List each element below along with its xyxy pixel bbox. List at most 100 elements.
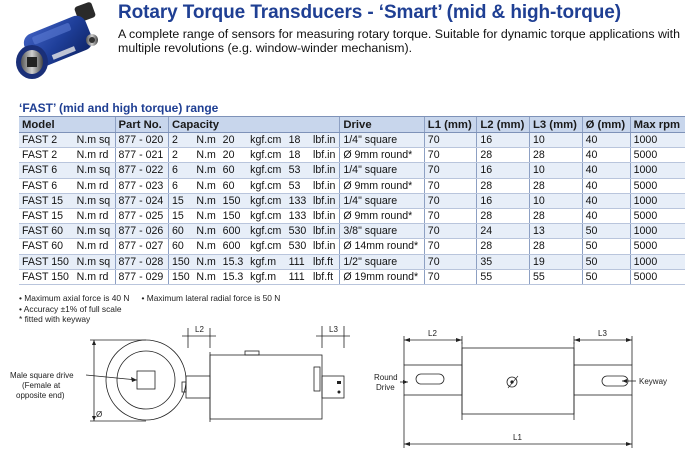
capacity-nm-cell: 150 (167, 254, 194, 270)
part-no-cell: 877 - 024 (114, 193, 169, 209)
drive-cell: 1/4" square (339, 162, 425, 179)
capacity-nm-cell: 150 (167, 269, 194, 285)
capacity-lbf-cell: 530 (285, 223, 311, 240)
page-title: Rotary Torque Transducers - ‘Smart’ (mid… (118, 2, 621, 23)
part-no-cell: 877 - 020 (114, 132, 169, 149)
capacity-kgf-cell: 15.3 (219, 269, 248, 285)
model-cell: FAST 15 (19, 208, 74, 225)
capacity-kgf-cell: 600 (219, 223, 248, 240)
capacity-kgf-unit: kgf.cm (247, 193, 286, 209)
header-capacity: Capacity (167, 116, 340, 133)
capacity-nm-unit: N.m (193, 132, 220, 149)
header-l1: L1 (mm) (423, 116, 477, 133)
l3-cell: 13 (528, 223, 583, 240)
capacity-kgf-unit: kgf.cm (247, 178, 286, 194)
l3-cell: 55 (528, 269, 583, 285)
note-axial-force: • Maximum axial force is 40 N (19, 293, 130, 303)
diameter-cell: 50 (581, 254, 631, 270)
capacity-nm-cell: 6 (167, 162, 194, 179)
model-type-cell: N.m sq (73, 162, 115, 179)
capacity-lbf-unit: lbf.in (310, 178, 340, 194)
l3-cell: 19 (528, 254, 583, 270)
max-rpm-cell: 1000 (629, 162, 685, 179)
part-no-cell: 877 - 025 (114, 208, 169, 225)
l2-cell: 16 (476, 193, 530, 209)
l1-cell: 70 (423, 193, 477, 209)
diameter-cell: 40 (581, 193, 631, 209)
part-no-cell: 877 - 027 (114, 238, 169, 255)
l3-label-right: L3 (598, 329, 607, 338)
capacity-nm-unit: N.m (193, 178, 220, 194)
model-type-cell: N.m sq (73, 132, 115, 149)
l1-cell: 70 (423, 238, 477, 255)
product-photo (6, 2, 110, 84)
model-cell: FAST 2 (19, 147, 74, 164)
l1-cell: 70 (423, 147, 477, 164)
model-type-cell: N.m sq (73, 254, 115, 270)
model-cell: FAST 15 (19, 193, 74, 209)
model-type-cell: N.m sq (73, 223, 115, 240)
capacity-kgf-cell: 150 (219, 208, 248, 225)
max-rpm-cell: 5000 (629, 147, 685, 164)
drive-cell: 3/8" square (339, 223, 425, 240)
l2-cell: 28 (476, 208, 530, 225)
capacity-lbf-cell: 133 (285, 208, 311, 225)
drive-cell: Ø 14mm round* (339, 238, 425, 255)
l3-cell: 10 (528, 162, 583, 179)
part-no-cell: 877 - 028 (114, 254, 169, 270)
capacity-nm-cell: 60 (167, 223, 194, 240)
keyway-label: Keyway (639, 377, 667, 386)
capacity-nm-cell: 2 (167, 147, 194, 164)
capacity-kgf-unit: kgf.cm (247, 208, 286, 225)
max-rpm-cell: 1000 (629, 254, 685, 270)
max-rpm-cell: 1000 (629, 223, 685, 240)
capacity-lbf-unit: lbf.in (310, 132, 340, 149)
part-no-cell: 877 - 026 (114, 223, 169, 240)
diameter-cell: 50 (581, 238, 631, 255)
capacity-nm-unit: N.m (193, 208, 220, 225)
l2-label-left: L2 (195, 325, 204, 334)
round-drive-label-line2: Drive (376, 383, 395, 392)
capacity-lbf-unit: lbf.in (310, 223, 340, 240)
capacity-nm-unit: N.m (193, 223, 220, 240)
drive-cell: Ø 9mm round* (339, 208, 425, 225)
header-max-rpm: Max rpm (629, 116, 685, 133)
capacity-nm-unit: N.m (193, 238, 220, 255)
part-no-cell: 877 - 021 (114, 147, 169, 164)
capacity-kgf-unit: kgf.cm (247, 223, 286, 240)
drive-cell: 1/2" square (339, 254, 425, 270)
drive-cell: Ø 9mm round* (339, 147, 425, 164)
capacity-kgf-cell: 60 (219, 178, 248, 194)
diameter-cell: 50 (581, 223, 631, 240)
capacity-lbf-cell: 111 (285, 269, 311, 285)
note-accuracy: • Accuracy ±1% of full scale (19, 303, 122, 314)
capacity-lbf-unit: lbf.in (310, 238, 340, 255)
model-type-cell: N.m sq (73, 193, 115, 209)
l2-cell: 55 (476, 269, 530, 285)
l1-cell: 70 (423, 162, 477, 179)
male-square-drive-label: Male square drive (10, 371, 74, 380)
diameter-label: Ø (96, 410, 102, 419)
max-rpm-cell: 5000 (629, 208, 685, 225)
capacity-kgf-unit: kgf.cm (247, 147, 286, 164)
l2-cell: 28 (476, 178, 530, 194)
intro-text: A complete range of sensors for measurin… (118, 27, 681, 55)
capacity-lbf-unit: lbf.in (310, 162, 340, 179)
l1-cell: 70 (423, 208, 477, 225)
capacity-lbf-unit: lbf.in (310, 193, 340, 209)
capacity-lbf-cell: 18 (285, 147, 311, 164)
l1-cell: 70 (423, 223, 477, 240)
model-type-cell: N.m rd (73, 178, 115, 194)
l1-cell: 70 (423, 269, 477, 285)
drive-cell: 1/4" square (339, 132, 425, 149)
notes-row-forces: • Maximum axial force is 40 N• Maximum l… (19, 293, 280, 304)
capacity-kgf-unit: kgf.m (247, 269, 286, 285)
capacity-kgf-cell: 150 (219, 193, 248, 209)
l3-cell: 28 (528, 238, 583, 255)
l3-cell: 28 (528, 208, 583, 225)
